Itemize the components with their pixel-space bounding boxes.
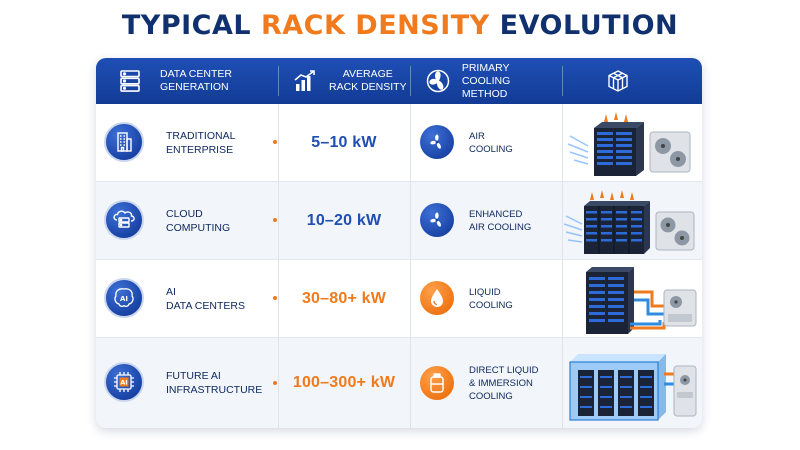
table-row: TRADITIONAL ENTERPRISE 5–10 kW AIR COOLING [96,104,702,182]
enhanced-air-racks-illustration [563,184,700,258]
title-part-3: EVOLUTION [499,10,679,41]
ai-brain-icon: AI [104,278,144,318]
liquid-cooled-racks-illustration [564,262,700,336]
density-value: 100–300+ kW [292,374,396,391]
table-row: AI AI DATA CENTERS 30–80+ kW LIQUID COOLIN… [96,260,702,338]
droplet-icon [420,281,454,315]
fan-icon [424,67,452,95]
table-row: AI FUTURE AI INFRASTRUCTURE 100–300+ kW D… [96,338,702,428]
header-density: AVERAGE RACK DENSITY [291,58,416,104]
fan-icon [420,203,454,237]
page-title: TYPICAL RACK DENSITY EVOLUTION [0,10,800,41]
header-density-line2: RACK DENSITY [329,81,407,93]
title-part-1: TYPICAL [121,10,252,41]
cooling-line2: AIR COOLING [469,222,532,233]
generation-label: AI DATA CENTERS [166,260,276,338]
cooling-line1: ENHANCED [469,209,523,220]
cooling-line2: COOLING [469,144,513,155]
coolant-tank-icon [420,366,454,400]
density-value: 10–20 kW [306,212,382,229]
ai-text: AI [120,295,128,303]
generation-label: FUTURE AI INFRASTRUCTURE [166,338,276,428]
server-stack-icon [116,67,144,95]
bullet-dot [273,381,277,385]
cooling-line3: COOLING [469,390,513,402]
generation-line2: DATA CENTERS [166,300,245,312]
header-illustration [604,58,664,104]
header-cooling: PRIMARY COOLING METHOD [424,58,560,104]
table-row: CLOUD COMPUTING 10–20 kW ENHANCED AIR COOL… [96,182,702,260]
header-cooling-line1: PRIMARY COOLING [461,61,511,87]
generation-line1: TRADITIONAL [166,130,236,142]
header-generation-line2: GENERATION [160,81,229,93]
ai-chip-icon: AI [104,362,144,402]
bar-chart-growth-icon [291,67,319,95]
bullet-dot [273,218,277,222]
cube-icon [604,67,632,95]
immersion-tank-illustration [564,340,700,426]
density-table: DATA CENTER GENERATION AVERAGE RACK DENS… [96,58,702,428]
generation-line2: INFRASTRUCTURE [166,384,263,396]
fan-icon [420,125,454,159]
generation-line1: AI [166,286,176,298]
cooling-label: AIR COOLING [469,104,559,182]
building-icon [104,122,144,162]
cooling-line2: & IMMERSION [469,377,533,389]
air-cooled-racks-illustration [564,106,700,180]
cooling-line1: AIR [469,131,485,142]
header-generation-line1: DATA CENTER [160,68,232,80]
density-value: 30–80+ kW [301,290,387,307]
title-part-2: RACK DENSITY [260,10,490,41]
generation-line2: ENTERPRISE [166,144,234,156]
cooling-line2: COOLING [469,300,513,311]
table-header: DATA CENTER GENERATION AVERAGE RACK DENS… [96,58,702,104]
ai-text: AI [120,379,127,387]
cooling-line1: LIQUID [469,287,501,298]
generation-label: TRADITIONAL ENTERPRISE [166,104,276,182]
generation-line2: COMPUTING [166,222,231,234]
bullet-dot [273,140,277,144]
generation-line1: FUTURE AI [166,370,221,382]
cooling-line1: DIRECT LIQUID [469,364,539,376]
generation-label: CLOUD COMPUTING [166,182,276,260]
generation-line1: CLOUD [166,208,203,220]
cooling-label: ENHANCED AIR COOLING [469,182,559,260]
bullet-dot [273,296,277,300]
header-generation: DATA CENTER GENERATION [116,58,276,104]
header-cooling-line2: METHOD [461,87,508,100]
cloud-server-icon [104,200,144,240]
header-density-line1: AVERAGE [342,68,393,80]
cooling-label: LIQUID COOLING [469,260,559,338]
density-value: 5–10 kW [311,134,377,151]
